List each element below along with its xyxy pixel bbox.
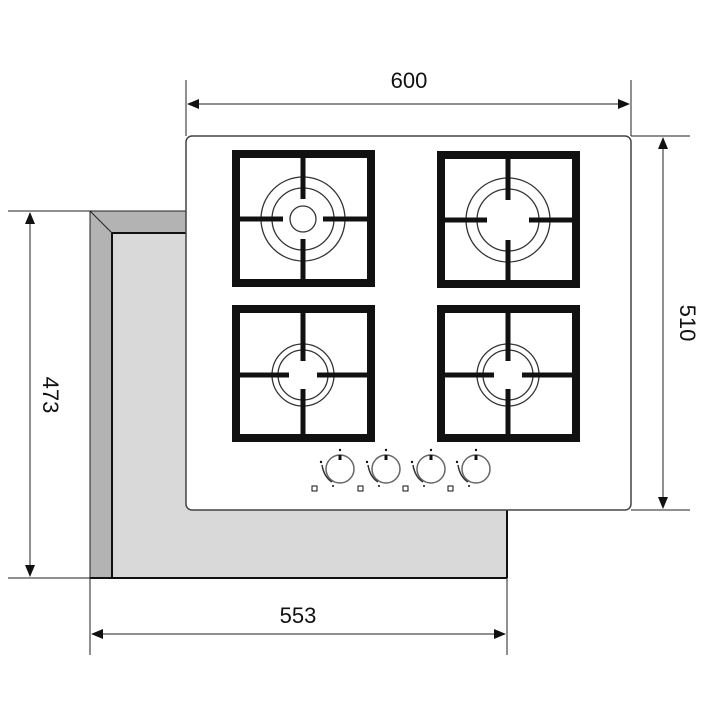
dimension-label-553: 553 <box>280 603 317 628</box>
burner-rear-right <box>437 151 580 288</box>
control-knobs <box>311 448 491 492</box>
dimension-cutout-width: 553 <box>89 578 508 655</box>
knob-2[interactable] <box>357 448 401 492</box>
burner-front-right <box>437 305 580 442</box>
dimension-label-473: 473 <box>38 377 63 414</box>
dimension-label-510: 510 <box>675 305 700 342</box>
knob-4[interactable] <box>447 448 491 492</box>
burner-front-left <box>232 305 375 442</box>
burner-rear-left <box>232 150 375 287</box>
dimension-label-600: 600 <box>391 68 428 93</box>
dimension-cutout-depth: 473 <box>8 210 90 579</box>
dimension-hob-width: 600 <box>185 68 632 136</box>
knob-3[interactable] <box>402 448 446 492</box>
hob-glass-top <box>185 135 632 511</box>
knob-1[interactable] <box>311 448 355 492</box>
dimension-hob-depth: 510 <box>631 135 700 511</box>
